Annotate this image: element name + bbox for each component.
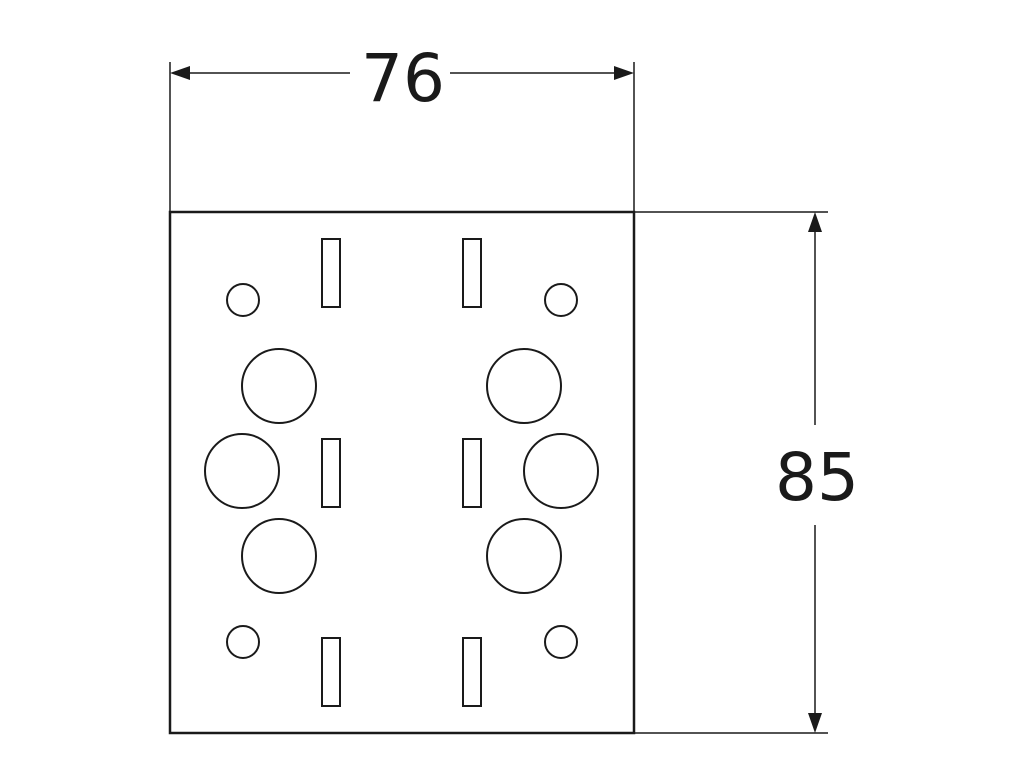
slot-middle-right — [462, 438, 482, 508]
large-hole-left-middle — [204, 433, 280, 509]
width-arrow-left-icon — [170, 66, 190, 80]
large-hole-right-lower — [486, 518, 562, 594]
height-arrow-bottom-icon — [808, 713, 822, 733]
slot-top-left — [321, 238, 341, 308]
small-hole-top-left — [226, 283, 260, 317]
height-dimension-label: 85 — [775, 439, 859, 516]
slot-bottom-right — [462, 637, 482, 707]
slot-middle-left — [321, 438, 341, 508]
width-dimension-label: 76 — [361, 40, 445, 117]
small-hole-top-right — [544, 283, 578, 317]
small-hole-bottom-left — [226, 625, 260, 659]
height-arrow-top-icon — [808, 212, 822, 232]
large-hole-left-lower — [241, 518, 317, 594]
large-hole-right-middle — [523, 433, 599, 509]
small-hole-bottom-right — [544, 625, 578, 659]
large-hole-right-upper — [486, 348, 562, 424]
width-arrow-right-icon — [614, 66, 634, 80]
large-hole-left-upper — [241, 348, 317, 424]
slot-top-right — [462, 238, 482, 308]
slot-bottom-left — [321, 637, 341, 707]
